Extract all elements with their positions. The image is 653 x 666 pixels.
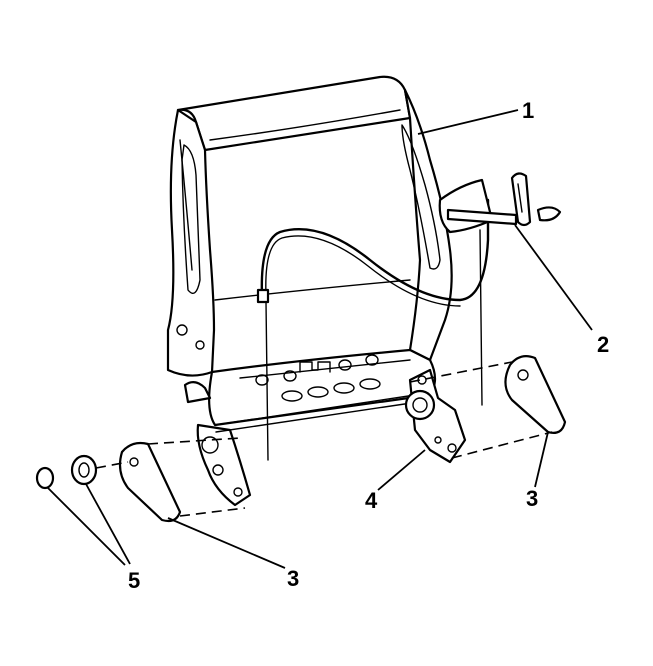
callout-4: 4: [365, 488, 378, 513]
recliner-mechanism: [404, 368, 467, 464]
release-handle: [438, 172, 562, 234]
callout-5: 5: [128, 568, 140, 593]
right-end-cover: [409, 355, 567, 459]
bushing-and-washer: [35, 454, 129, 490]
callout-leaders: [47, 109, 593, 569]
callout-1: 1: [522, 98, 534, 123]
release-cable: [256, 198, 490, 461]
callout-3-right: 3: [526, 486, 538, 511]
callout-3-left: 3: [287, 566, 299, 591]
seat-back-frame: [166, 75, 453, 507]
callout-2: 2: [597, 332, 609, 357]
